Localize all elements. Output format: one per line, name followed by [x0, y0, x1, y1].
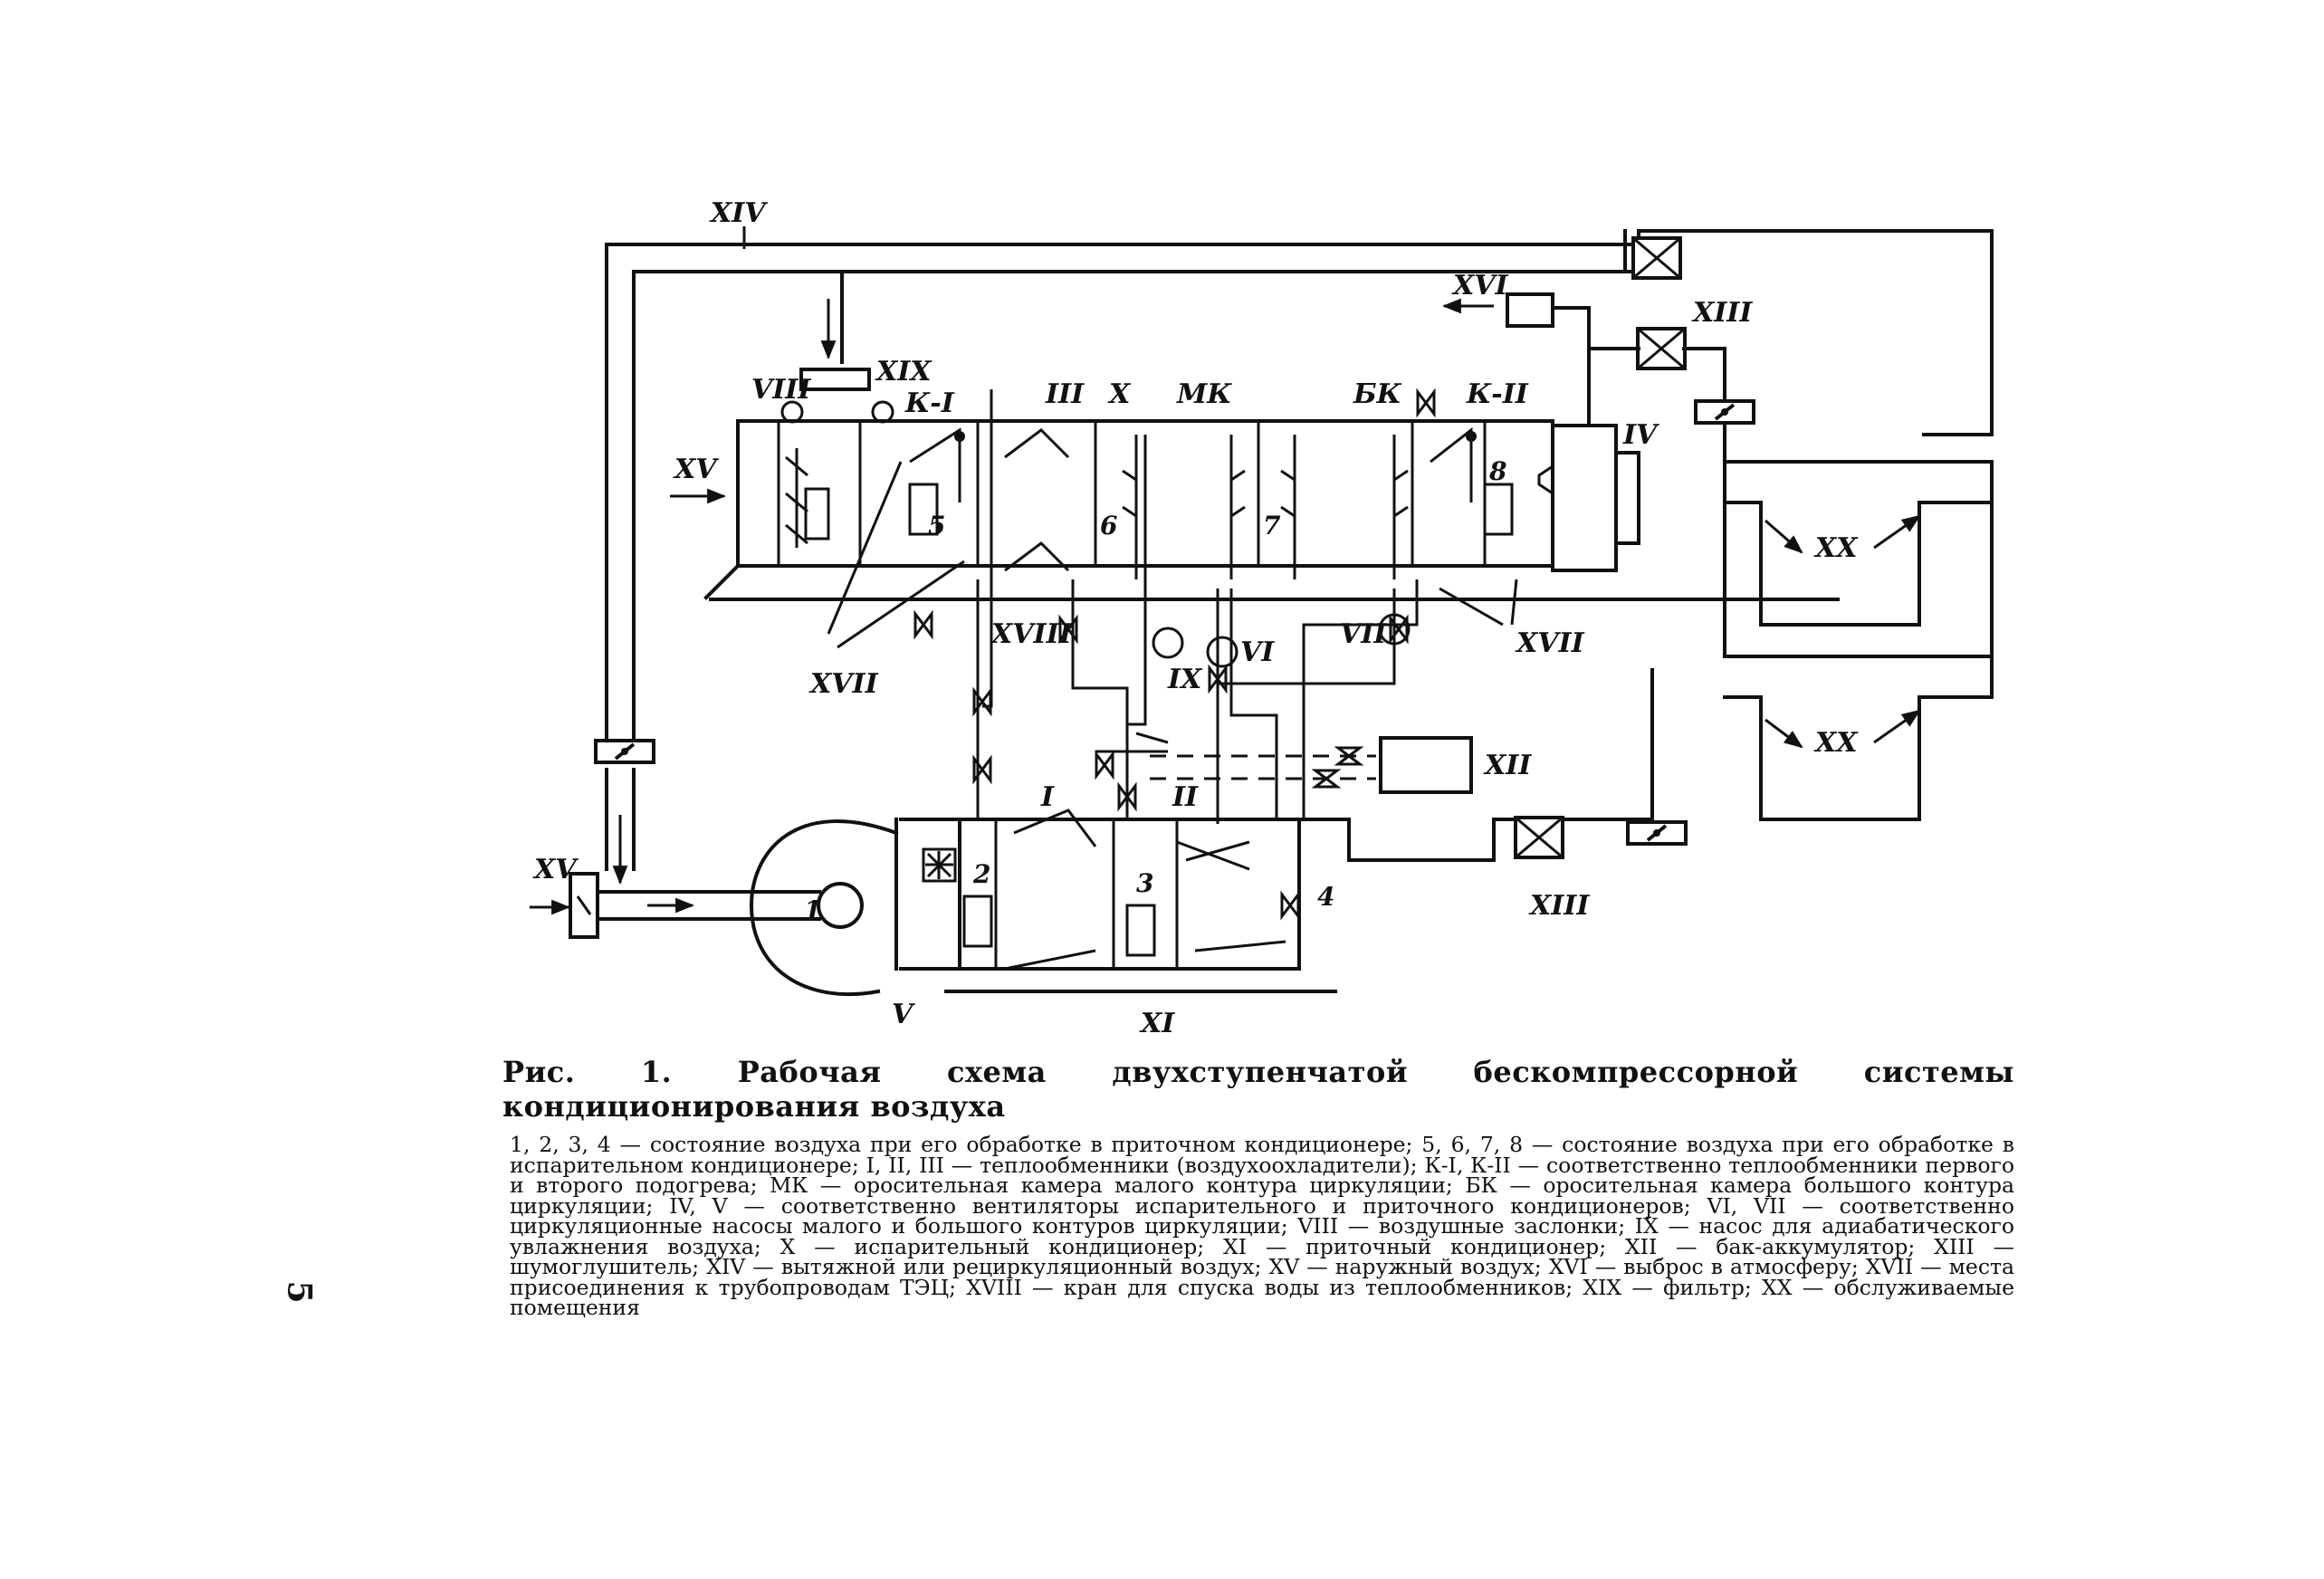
label-viii: VIII [751, 374, 811, 406]
damper-right-top [1694, 399, 1755, 425]
leader-xvii-left [827, 461, 965, 649]
damper-viii-symbol [780, 400, 804, 424]
label-xvii-left: XVII [808, 668, 879, 700]
label-iii: III [1045, 378, 1085, 410]
label-xix: XIX [875, 356, 932, 388]
label-vii: VII [1340, 618, 1387, 650]
label-xiii-top: XIII [1691, 297, 1753, 329]
caption-title: Рис. 1. Рабочая схема двухступенчатой бе… [502, 1055, 2014, 1124]
label-mk: МК [1176, 378, 1232, 410]
label-state-8: 8 [1488, 456, 1506, 486]
label-k2: К-II [1466, 378, 1529, 410]
valve-c [1095, 752, 1114, 778]
duct-xiv [605, 229, 1994, 753]
arrow-xx2-in [1765, 718, 1803, 749]
filter-bottom [922, 847, 957, 883]
silencer-top [1631, 236, 1682, 280]
label-state-6: 6 [1100, 511, 1117, 541]
label-state-4: 4 [1317, 882, 1334, 912]
pump-ix [1152, 627, 1184, 659]
storage-tank-xii [1379, 736, 1473, 794]
label-xv-top: XV [673, 454, 719, 485]
label-xiv: XIV [709, 197, 768, 229]
fan-v [749, 818, 899, 997]
discharge-xvi [1441, 292, 1591, 427]
pump-vii [1378, 613, 1411, 646]
caption-body: 1, 2, 3, 4 — состояние воздуха при его о… [510, 1132, 2014, 1320]
label-vi: VI [1240, 636, 1275, 668]
label-xv-bottom: XV [532, 854, 579, 885]
silencer-xiii-top [1636, 327, 1687, 370]
label-xx-1: XX [1813, 532, 1859, 564]
leader-xvii-right [1439, 579, 1518, 627]
label-iv: IV [1622, 419, 1659, 451]
piping [976, 389, 1419, 824]
supply-duct [1347, 668, 1654, 862]
label-k1: К-I [904, 388, 955, 419]
arrow-xx1-out [1873, 514, 1921, 550]
label-xii: XII [1483, 750, 1532, 781]
label-state-3: 3 [1136, 868, 1153, 898]
arrow-xx2-out [1873, 709, 1921, 744]
label-state-7: 7 [1263, 511, 1281, 541]
label-xiii-bottom: XIII [1528, 890, 1590, 922]
damper-left-upper [594, 739, 655, 764]
label-state-5: 5 [928, 511, 945, 541]
intake-duct [596, 890, 821, 921]
filter-xix-top [799, 368, 871, 391]
label-xx-2: XX [1813, 727, 1859, 759]
page-number: 5 [280, 1280, 319, 1304]
pump-vi [1206, 636, 1239, 668]
label-xvi: XVI [1451, 270, 1509, 301]
label-state-1: 1 [804, 895, 821, 925]
label-xvii-right: XVII [1515, 627, 1585, 659]
duct-left-lower [605, 768, 636, 871]
label-state-2: 2 [972, 859, 990, 889]
label-v: V [892, 999, 915, 1030]
label-bk: БК [1353, 378, 1402, 410]
filter-xix-symbol [871, 400, 894, 424]
label-ii: II [1172, 781, 1199, 813]
figure-caption: Рис. 1. Рабочая схема двухступенчатой бе… [502, 1055, 2014, 1318]
label-i: I [1040, 781, 1055, 813]
valve-j [1280, 893, 1300, 918]
label-x: X [1107, 378, 1132, 410]
silencer-xiii-bottom [1514, 816, 1564, 859]
served-rooms-xx [1723, 460, 1994, 821]
damper-right-bottom [1626, 820, 1688, 846]
valve-i [1416, 390, 1436, 416]
valve-e [913, 612, 933, 637]
arrow-xx1-in [1765, 519, 1803, 554]
label-ix: IX [1167, 664, 1203, 695]
filter-bottom-mesh [925, 851, 953, 879]
label-xviii: XVIII [990, 618, 1073, 650]
label-xi: XI [1139, 1008, 1175, 1039]
